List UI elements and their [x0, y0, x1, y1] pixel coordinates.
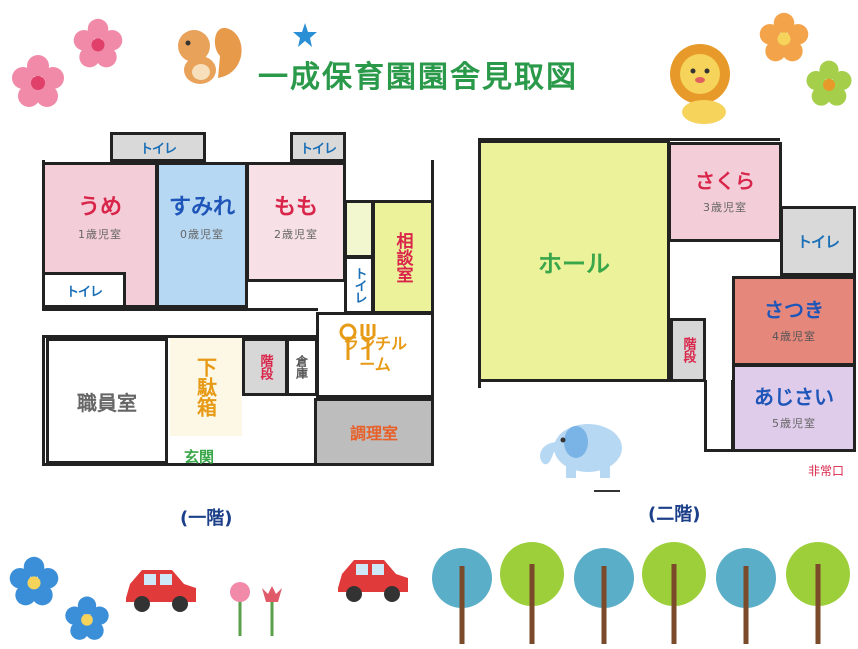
- pink-flower-icon: [12, 55, 64, 107]
- page-title: 一成保育園園舎見取図: [258, 60, 578, 95]
- floor-1-label: (一階): [180, 508, 233, 529]
- room-soudan: 相談室: [372, 200, 434, 314]
- orange-flower-icon: [759, 12, 809, 62]
- room-momo: もも 2歳児室: [246, 162, 346, 282]
- blue-flower-icon: [9, 556, 59, 606]
- elephant-icon: [540, 424, 622, 478]
- room-ajisai: あじさい 5歳児室: [732, 364, 856, 452]
- toilet-1f-top-right: トイレ: [290, 132, 346, 162]
- tree-row-icon: [432, 542, 850, 644]
- squirrel-icon: [178, 27, 242, 84]
- red-car-icon: [338, 560, 408, 602]
- lion-icon: [670, 44, 730, 124]
- floor-1-corridor: [42, 308, 318, 338]
- pink-flower-icon: [73, 18, 123, 68]
- toilet-1f-vertical: トイレ: [344, 256, 374, 314]
- star-icon: [293, 23, 317, 47]
- floor-2-wall-bottom: [704, 380, 734, 452]
- stairs-1f: 階段: [242, 338, 288, 396]
- fork-spoon-icon: [339, 323, 376, 360]
- room-sakura: さくら 3歳児室: [668, 142, 782, 242]
- storage-block: [344, 200, 374, 258]
- room-souko: 倉庫: [286, 338, 318, 396]
- emergency-exit-label: 非常口: [808, 464, 845, 478]
- red-car-icon: [126, 570, 196, 612]
- toilet-2f: トイレ: [780, 206, 856, 276]
- toilet-1f-ume: トイレ: [42, 272, 126, 308]
- toilet-1f-top-left: トイレ: [110, 132, 206, 162]
- tulip-icon: [230, 582, 282, 636]
- entrance-label: 玄関: [184, 448, 215, 466]
- room-chouri: 調理室: [314, 398, 434, 466]
- room-sumire: すみれ 0歳児室: [156, 162, 248, 308]
- room-satsuki: さつき 4歳児室: [732, 276, 856, 366]
- room-getabako: 下駄箱: [170, 338, 242, 436]
- green-flower-icon: [806, 60, 852, 106]
- blue-flower-icon: [65, 596, 109, 640]
- stairs-2f: 階段: [670, 318, 706, 382]
- room-hall: ホール: [478, 140, 670, 382]
- divider-line: [594, 490, 620, 492]
- room-shokuin: 職員室: [46, 338, 168, 464]
- floor-2-label: (二階): [648, 504, 701, 525]
